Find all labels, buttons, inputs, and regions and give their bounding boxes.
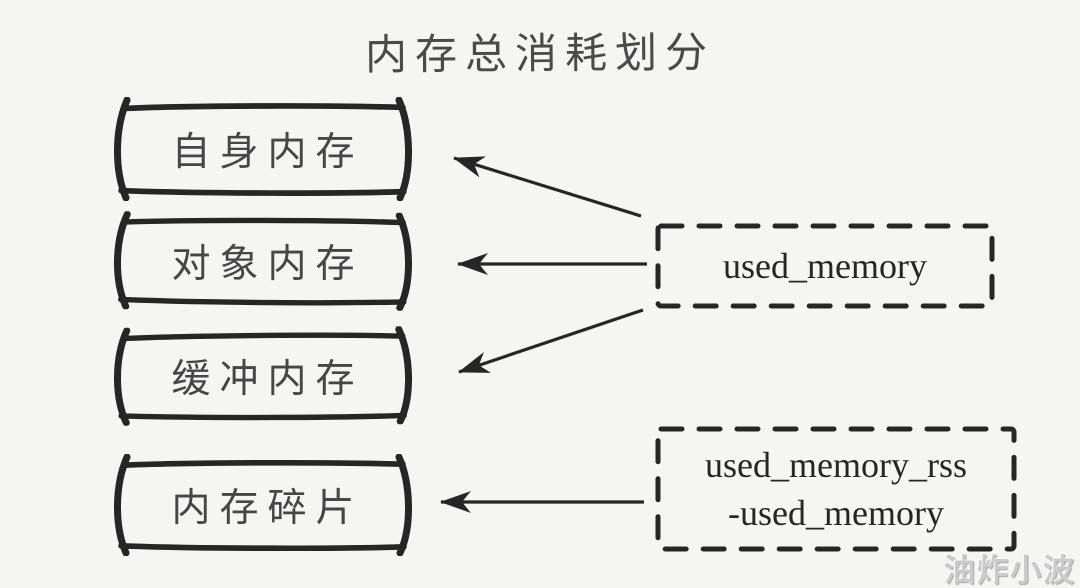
box-label: 内存碎片 bbox=[171, 487, 364, 530]
dashed-frame bbox=[655, 426, 1017, 552]
box-label: 缓冲内存 bbox=[171, 358, 364, 401]
box-memory-fragmentation: 内存碎片 bbox=[106, 454, 420, 556]
sketch-frame bbox=[114, 454, 412, 556]
box-used-memory: used_memory bbox=[652, 220, 998, 312]
box-object-memory: 对象内存 bbox=[106, 211, 420, 311]
dashed-frame bbox=[655, 223, 995, 309]
box-buffer-memory: 缓冲内存 bbox=[106, 326, 420, 426]
arrow-used-memory-to-self-memory bbox=[453, 156, 642, 218]
box-label: 自身内存 bbox=[171, 131, 364, 174]
sketch-frame bbox=[114, 211, 412, 311]
box-label: 对象内存 bbox=[171, 243, 364, 286]
box-used-memory-rss: used_memory_rss -used_memory bbox=[652, 423, 1020, 555]
used-memory-rss-line2: -used_memory bbox=[728, 493, 944, 533]
used-memory-label: used_memory bbox=[723, 246, 927, 286]
watermark: 油炸小波 bbox=[944, 553, 1076, 588]
box-self-memory: 自身内存 bbox=[106, 97, 420, 201]
sketch-frame bbox=[114, 326, 413, 426]
arrow-used-memory-to-buffer-memory bbox=[458, 308, 644, 374]
diagram-title: 内存总消耗划分 bbox=[364, 28, 716, 79]
used-memory-rss-line1: used_memory_rss bbox=[705, 445, 967, 485]
sketch-frame bbox=[114, 97, 412, 201]
